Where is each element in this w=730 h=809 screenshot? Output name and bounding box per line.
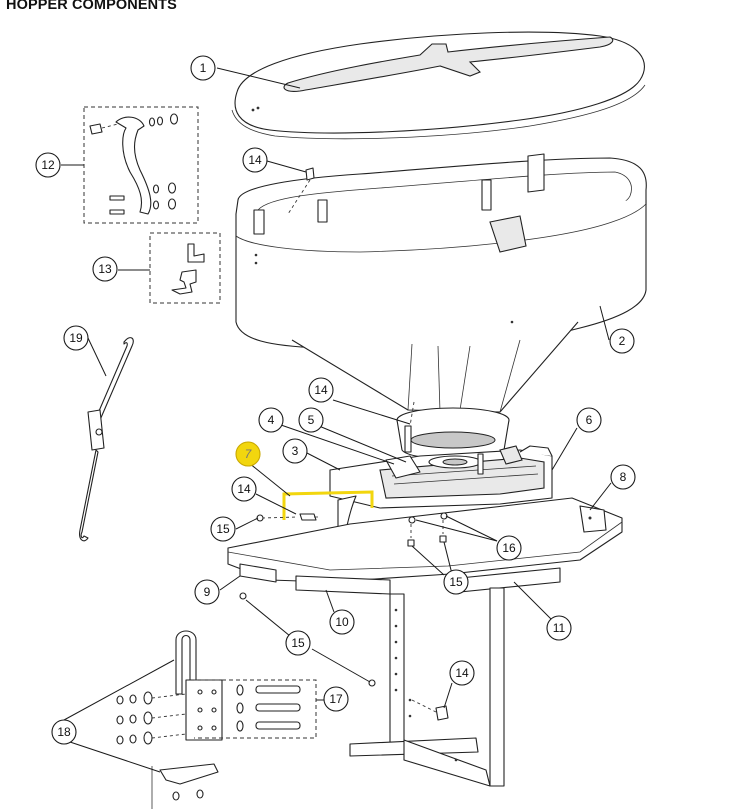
callout-12: 12 [35,152,61,178]
callout-1: 1 [190,55,216,81]
callout-13: 13 [92,256,118,282]
callout-14-stand: 14 [449,660,475,686]
svg-text:16: 16 [502,541,516,555]
callout-15-chute: 15 [210,516,236,542]
callout-8: 8 [610,464,636,490]
svg-text:9: 9 [204,585,211,599]
svg-text:17: 17 [329,692,343,706]
svg-text:18: 18 [57,725,71,739]
inset-box-13 [149,232,221,304]
svg-text:6: 6 [586,413,593,427]
svg-text:7: 7 [245,447,253,461]
callout-9: 9 [194,579,220,605]
callout-14-chute: 14 [231,476,257,502]
callout-10: 10 [329,609,355,635]
callout-11: 11 [546,615,572,641]
hopper-body [235,153,647,460]
svg-text:12: 12 [41,158,55,172]
svg-text:14: 14 [248,153,262,167]
highlighted-part-7 [282,490,374,520]
svg-text:5: 5 [308,413,315,427]
frame-and-stand [227,497,623,787]
svg-text:3: 3 [292,444,299,458]
callout-16: 16 [496,535,522,561]
callout-18: 18 [51,719,77,745]
callout-14-hopper-rim: 14 [242,147,268,173]
callout-3: 3 [282,438,308,464]
callout-2: 2 [609,328,635,354]
svg-text:14: 14 [314,383,328,397]
svg-text:4: 4 [268,413,275,427]
svg-text:8: 8 [620,470,627,484]
callout-4: 4 [258,407,284,433]
svg-text:15: 15 [216,522,230,536]
callout-6: 6 [576,407,602,433]
svg-text:2: 2 [619,334,626,348]
leader-lines [61,67,612,773]
callout-15-frame: 15 [443,569,469,595]
hopper-lid [231,31,646,140]
svg-text:11: 11 [553,621,566,635]
inset-box-12 [83,106,199,224]
svg-text:14: 14 [237,482,251,496]
svg-text:15: 15 [449,575,463,589]
spinner-base-assembly [329,425,584,531]
svg-text:1: 1 [200,61,207,75]
page-title: HOPPER COMPONENTS [6,0,177,13]
callout-17: 17 [323,686,349,712]
callout-19: 19 [63,325,89,351]
callout-14-spinner: 14 [308,377,334,403]
svg-text:13: 13 [98,262,112,276]
strap-19 [79,337,134,542]
svg-text:14: 14 [455,666,469,680]
callout-7-highlighted: 7 [235,441,261,467]
callout-5: 5 [298,407,324,433]
svg-text:10: 10 [335,615,349,629]
callout-15-stand: 15 [285,630,311,656]
svg-text:19: 19 [69,331,83,345]
svg-text:15: 15 [291,636,305,650]
clamp-kit [116,630,317,809]
